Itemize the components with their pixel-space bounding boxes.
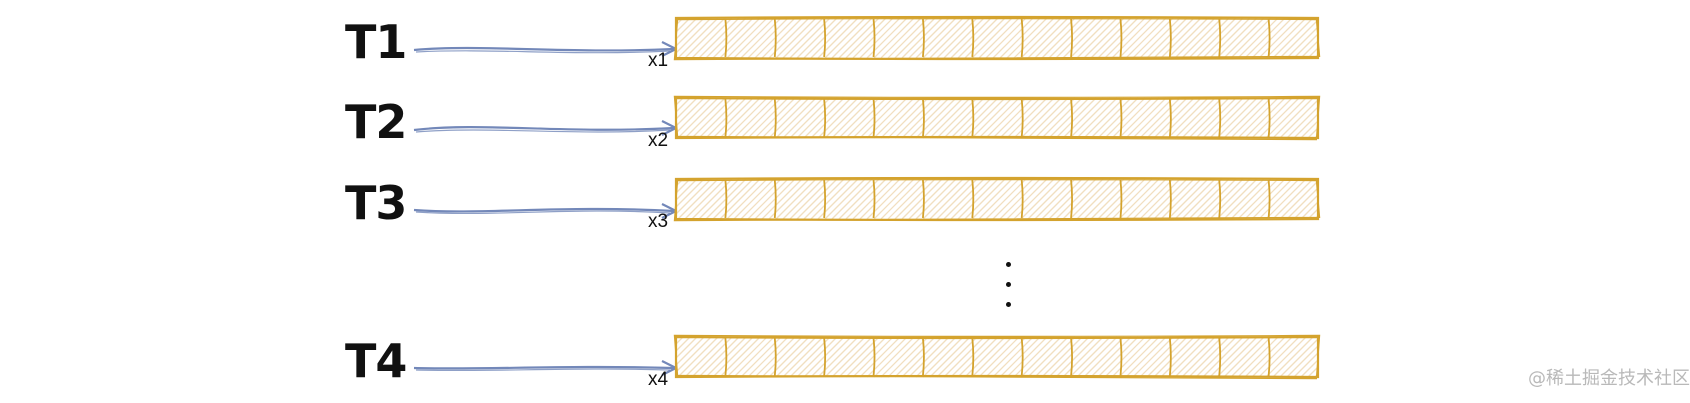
array-cell-divider — [724, 337, 728, 377]
array-cell-divider — [971, 179, 975, 219]
array-hatching — [675, 17, 1319, 59]
array-outline — [674, 96, 1320, 140]
array-bar — [673, 176, 1321, 222]
array-cell-divider — [724, 18, 728, 58]
array-cell-divider — [1267, 98, 1271, 138]
variable-label: x4 — [648, 369, 669, 390]
array-cell-divider — [1119, 337, 1123, 377]
array-cell-divider — [1070, 337, 1073, 377]
arrow-icon — [413, 120, 678, 136]
array-cell-divider — [724, 98, 728, 138]
array-cell-divider — [922, 98, 925, 138]
array-cell-divider — [872, 337, 876, 377]
array-cell-divider — [872, 18, 876, 58]
thread-label: T3 — [345, 176, 407, 230]
array-cell-divider — [922, 179, 925, 219]
ellipsis-dot — [1006, 302, 1011, 307]
array-bar — [673, 15, 1321, 61]
ellipsis-dots — [1000, 258, 1020, 318]
thread-row: T4 x4 — [0, 333, 1690, 403]
array-outline — [673, 95, 1321, 141]
array-cell-divider — [724, 179, 728, 219]
variable-label: x1 — [648, 50, 669, 71]
array-cell-divider — [971, 98, 975, 138]
array-cell-divider — [971, 18, 975, 58]
variable-label: x2 — [648, 130, 669, 151]
array-cell-divider — [1168, 98, 1172, 138]
array-bar — [673, 95, 1321, 141]
array-cell-divider — [1070, 179, 1073, 219]
array-cell-divider — [1070, 18, 1073, 58]
array-hatching — [675, 178, 1319, 220]
array-cell-divider — [823, 179, 827, 219]
array-outline — [673, 179, 1321, 222]
thread-row: T1 x1 — [0, 14, 1690, 84]
thread-label: T2 — [345, 95, 407, 149]
thread-row: T2 x2 — [0, 94, 1690, 164]
array-cell-divider — [1267, 179, 1271, 219]
array-cell-divider — [872, 179, 876, 219]
ellipsis-dot — [1006, 282, 1011, 287]
array-cell-divider — [872, 98, 876, 138]
arrow-icon — [413, 360, 678, 376]
array-outline — [673, 18, 1321, 61]
array-cell-divider — [1168, 179, 1172, 219]
array-cell-divider — [1020, 179, 1024, 219]
array-cell-divider — [1168, 337, 1172, 377]
array-cell-divider — [1218, 337, 1222, 377]
array-cell-divider — [1267, 18, 1271, 58]
thread-label: T4 — [345, 334, 407, 388]
array-cell-divider — [1168, 18, 1172, 58]
arrow-icon — [413, 203, 678, 219]
thread-row: T3 x3 — [0, 175, 1690, 245]
array-cell-divider — [1119, 98, 1123, 138]
array-bar — [673, 334, 1321, 380]
array-cell-divider — [773, 98, 777, 138]
array-cell-divider — [1218, 98, 1222, 138]
array-cell-divider — [773, 337, 777, 377]
array-cell-divider — [1020, 337, 1024, 377]
array-cell-divider — [1020, 98, 1024, 138]
array-cell-divider — [773, 18, 777, 58]
array-cell-divider — [1070, 98, 1073, 138]
array-cell-divider — [1218, 179, 1222, 219]
array-outline — [674, 335, 1320, 379]
ellipsis-dot — [1006, 262, 1011, 267]
thread-label: T1 — [345, 15, 407, 69]
array-cell-divider — [1119, 18, 1123, 58]
array-cell-divider — [922, 18, 925, 58]
array-cell-divider — [823, 18, 827, 58]
array-cell-divider — [1020, 18, 1024, 58]
array-outline — [673, 334, 1321, 380]
array-cell-divider — [1267, 337, 1271, 377]
array-cell-divider — [773, 179, 777, 219]
array-cell-divider — [823, 98, 827, 138]
variable-label: x3 — [648, 211, 669, 232]
watermark: @稀土掘金技术社区 — [1528, 368, 1690, 389]
array-cell-divider — [971, 337, 975, 377]
arrow-icon — [413, 41, 678, 57]
array-cell-divider — [922, 337, 925, 377]
array-cell-divider — [823, 337, 827, 377]
array-cell-divider — [1218, 18, 1222, 58]
array-cell-divider — [1119, 179, 1123, 219]
array-hatching — [675, 97, 1319, 139]
array-hatching — [675, 336, 1319, 378]
